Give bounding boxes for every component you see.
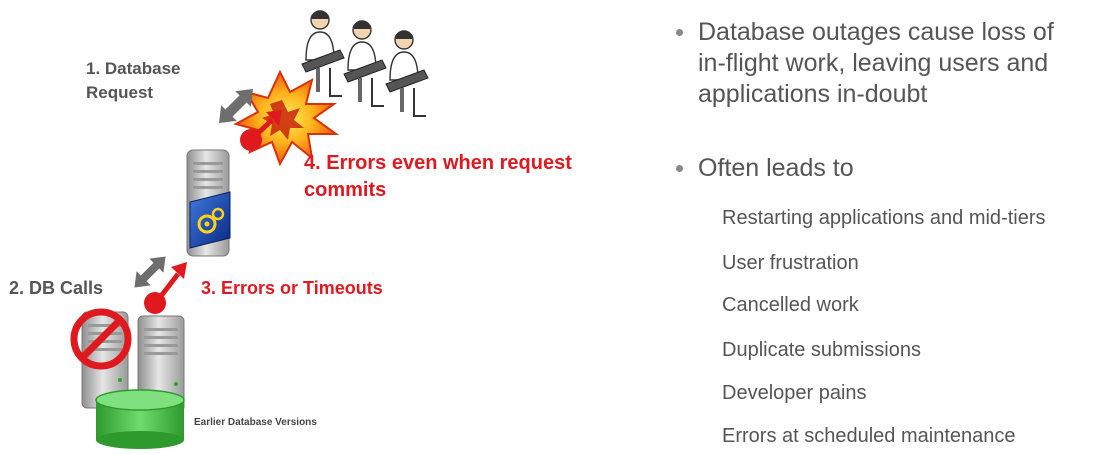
label-line: Request [86,83,154,102]
label-line: 4. Errors even when request [304,152,572,174]
label-earlier-database-versions: Earlier Database Versions [194,417,317,428]
app-server-icon [186,149,231,257]
error-arrow-icon [144,262,187,314]
double-arrow-icon [134,256,166,288]
label-errors-or-timeouts: 3. Errors or Timeouts [201,278,383,298]
double-arrow-icon [219,89,253,123]
bullet-outages: Database outages cause loss of in-flight… [676,17,1054,110]
sub-bullet-item: Restarting applications and mid-tiers [722,207,1046,229]
bullet-line: Often leads to [698,154,854,182]
label-errors-even-when-commits: 4. Errors even when request commits [304,150,572,204]
bullet-line: in-flight work, leaving users and [698,49,1049,77]
sub-bullet-item: User frustration [722,252,859,274]
diagram-graphic [70,10,429,449]
sub-bullet-item: Developer pains [722,382,867,404]
label-line: commits [304,179,387,201]
sub-bullet-item: Duplicate submissions [722,339,921,361]
label-database-request: 1. Database Request [86,57,181,105]
database-servers-icon [81,311,185,413]
sub-bullet-item: Errors at scheduled maintenance [722,425,1016,447]
label-db-calls: 2. DB Calls [9,278,104,298]
database-cylinder-icon [95,389,185,449]
bullet-often-leads-to: Often leads to [676,153,854,184]
sub-bullet-item: Cancelled work [722,294,859,316]
users-icon [301,10,429,117]
label-line: 1. Database [86,59,181,78]
bullet-dot-icon [676,165,683,172]
error-arrow-icon [240,110,282,151]
prohibited-icon [70,308,132,370]
bullet-line: applications in-doubt [698,80,928,108]
bullet-line: Database outages cause loss of [698,18,1054,46]
bullet-dot-icon [676,29,683,36]
